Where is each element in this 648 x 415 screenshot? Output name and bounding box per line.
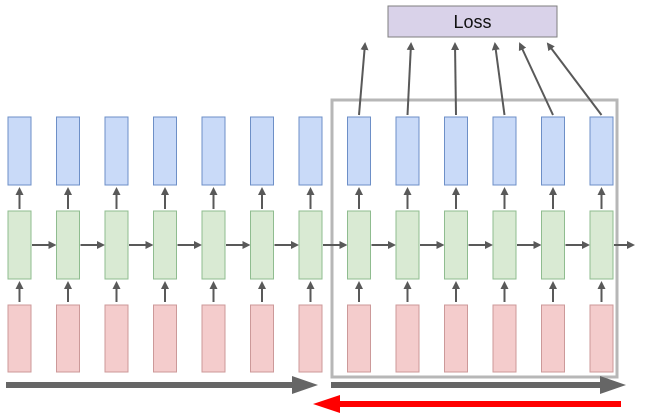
input-cell — [347, 304, 371, 373]
input-cell — [395, 304, 420, 373]
output-cell — [492, 116, 517, 186]
hidden-cell — [589, 210, 614, 280]
loss-box — [387, 5, 558, 38]
arrow-left-icon — [313, 395, 340, 413]
output-cell — [444, 116, 468, 186]
output-cell — [347, 116, 371, 186]
output-cell — [541, 116, 565, 186]
output-cell — [589, 116, 614, 186]
output-cell — [153, 116, 177, 186]
truncation-window — [330, 98, 619, 379]
hidden-cell — [492, 210, 517, 280]
hidden-cell — [347, 210, 371, 280]
output-to-loss-arrow — [406, 42, 415, 116]
input-cell — [589, 304, 614, 373]
output-to-loss-arrow — [491, 42, 506, 116]
hidden-cell — [444, 210, 468, 280]
forward-pass-window-arrow — [331, 376, 626, 394]
loss-label: Loss — [453, 12, 491, 32]
input-cell — [201, 304, 226, 373]
output-to-loss-arrow — [451, 42, 460, 116]
input-cell — [250, 304, 274, 373]
input-cell — [7, 304, 32, 373]
input-cell — [492, 304, 517, 373]
output-to-loss-arrow — [546, 42, 603, 116]
hidden-cell — [7, 210, 32, 280]
output-cell — [395, 116, 420, 186]
output-to-loss-arrow — [518, 42, 554, 116]
arrow-right-icon — [292, 376, 318, 394]
unrolled-rnn — [7, 116, 635, 373]
backward-pass-arrow — [313, 395, 621, 413]
output-cell — [104, 116, 129, 186]
input-cell — [444, 304, 468, 373]
output-cell — [7, 116, 32, 186]
input-cell — [153, 304, 177, 373]
input-cell — [541, 304, 565, 373]
hidden-cell — [298, 210, 323, 280]
hidden-cell — [541, 210, 565, 280]
forward-pass-previous-arrow — [6, 376, 318, 394]
output-cell — [298, 116, 323, 186]
output-to-loss-arrow — [358, 42, 369, 116]
hidden-cell — [153, 210, 177, 280]
hidden-cell — [395, 210, 420, 280]
output-cell — [201, 116, 226, 186]
input-cell — [104, 304, 129, 373]
input-cell — [56, 304, 80, 373]
input-cell — [298, 304, 323, 373]
output-cell — [56, 116, 80, 186]
arrow-right-icon — [600, 376, 626, 394]
loss-arrows — [358, 42, 603, 116]
output-cell — [250, 116, 274, 186]
hidden-cell — [250, 210, 274, 280]
loss-node: Loss — [387, 5, 558, 38]
hidden-cell — [104, 210, 129, 280]
hidden-cell — [201, 210, 226, 280]
hidden-cell — [56, 210, 80, 280]
